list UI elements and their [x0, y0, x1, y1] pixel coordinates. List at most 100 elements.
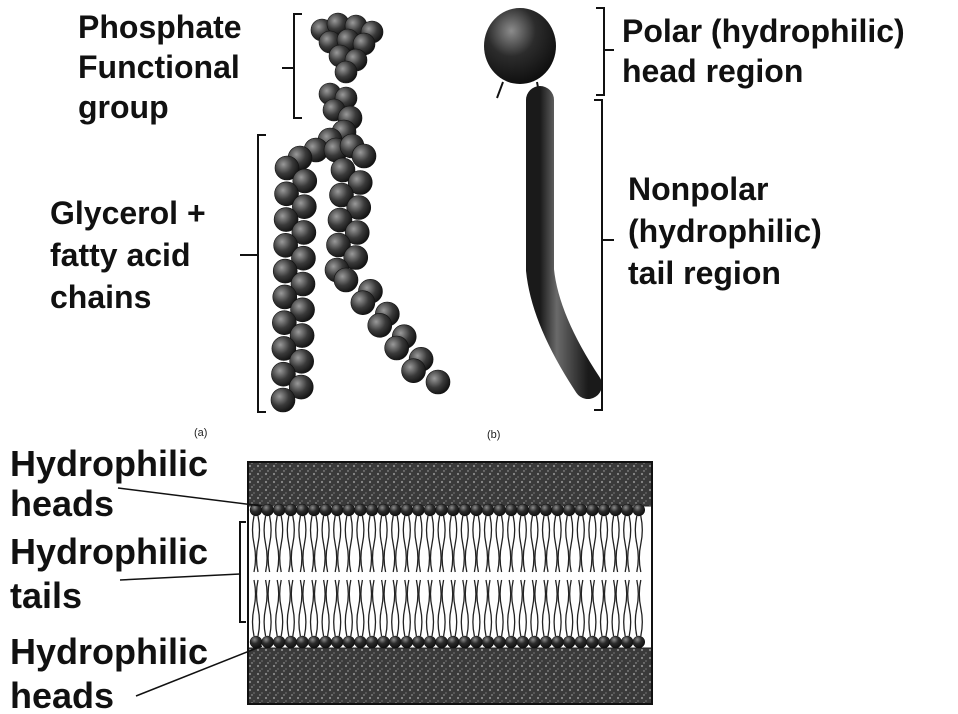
lipid-head-top — [262, 504, 274, 516]
nonpolar-label-line3: tail region — [628, 255, 781, 291]
heads-bottom-label-line1: Hydrophilic — [10, 631, 208, 672]
lipid-head-top — [575, 504, 587, 516]
lipid-head-top — [412, 504, 424, 516]
lipid-head-top — [563, 504, 575, 516]
lipid-head-bottom — [575, 636, 587, 648]
lipid-head-top — [331, 504, 343, 516]
lipid-head-bottom — [633, 636, 645, 648]
lipid-head-top — [598, 504, 610, 516]
atom — [385, 336, 409, 360]
lipid-head-bottom — [470, 636, 482, 648]
lipid-head-bottom — [586, 636, 598, 648]
glycerol-label-line2: fatty acid — [50, 237, 190, 273]
lipid-head-bottom — [412, 636, 424, 648]
lipid-head-top — [389, 504, 401, 516]
lipid-head-top — [621, 504, 633, 516]
lipid-head-bottom — [517, 636, 529, 648]
lipid-head-bottom — [610, 636, 622, 648]
lipid-head-bottom — [540, 636, 552, 648]
atom — [334, 268, 358, 292]
lipid-head-bottom — [528, 636, 540, 648]
lipid-head-top — [470, 504, 482, 516]
lipid-head-top — [447, 504, 459, 516]
simplified-model — [484, 8, 588, 400]
heads-bottom-label-line2: heads — [10, 675, 114, 714]
atom — [351, 291, 375, 315]
lipid-head-top — [366, 504, 378, 516]
nonpolar-label-line1: Nonpolar — [628, 171, 768, 207]
heads-top-label-line1: Hydrophilic — [10, 443, 208, 484]
lipid-head-bottom — [563, 636, 575, 648]
heads-top-label-line2: heads — [10, 483, 114, 524]
lipid-head-top — [633, 504, 645, 516]
lipid-head-top — [517, 504, 529, 516]
lipid-head-bottom — [389, 636, 401, 648]
lipid-head-bottom — [354, 636, 366, 648]
atom — [271, 388, 295, 412]
panel-a-label: (a) — [194, 427, 207, 439]
bilayer — [240, 462, 652, 704]
lipid-head-bottom — [598, 636, 610, 648]
lipid-head-top — [459, 504, 471, 516]
lipid-head-top — [378, 504, 390, 516]
lipid-head-top — [610, 504, 622, 516]
membrane-outer-top — [248, 462, 652, 506]
lipid-head-top — [308, 504, 320, 516]
lipid-head-top — [540, 504, 552, 516]
polar-label-line2: head region — [622, 53, 803, 89]
panel-b-label: (b) — [487, 429, 500, 441]
lipid-head-top — [273, 504, 285, 516]
phosphate-bracket — [294, 14, 302, 118]
lipid-head-bottom — [296, 636, 308, 648]
tails-label-line2: tails — [10, 575, 82, 616]
lipid-head-top — [285, 504, 297, 516]
polar-bracket — [596, 8, 604, 95]
nonpolar-tail-right — [540, 100, 588, 385]
lipid-head-bottom — [552, 636, 564, 648]
lipid-head-bottom — [320, 636, 332, 648]
lipid-head-bottom — [436, 636, 448, 648]
lipid-head-top — [343, 504, 355, 516]
lipid-head-bottom — [494, 636, 506, 648]
lipid-head-bottom — [343, 636, 355, 648]
lipid-head-bottom — [285, 636, 297, 648]
lipid-head-top — [482, 504, 494, 516]
heads-top-pointer — [118, 488, 262, 506]
atom — [368, 313, 392, 337]
glycerol-bracket — [258, 135, 266, 412]
space-filling-model — [271, 13, 450, 412]
lipid-head-top — [586, 504, 598, 516]
lipid-head-bottom — [482, 636, 494, 648]
lipid-head-bottom — [331, 636, 343, 648]
lipid-head-bottom — [262, 636, 274, 648]
lipid-head-bottom — [273, 636, 285, 648]
atom — [335, 61, 357, 83]
lipid-head-bottom — [308, 636, 320, 648]
nonpolar-bracket — [594, 100, 602, 410]
lipid-head-top — [436, 504, 448, 516]
tails-label-line1: Hydrophilic — [10, 531, 208, 572]
lipid-head-top — [401, 504, 413, 516]
atom — [402, 359, 426, 383]
polar-label-line1: Polar (hydrophilic) — [622, 13, 905, 49]
atom — [352, 144, 376, 168]
nonpolar-label-line2: (hydrophilic) — [628, 213, 822, 249]
lipid-head-top — [528, 504, 540, 516]
lipid-head-top — [552, 504, 564, 516]
phosphate-label-line1: Phosphate — [78, 9, 242, 45]
glycerol-label-line1: Glycerol + — [50, 195, 206, 231]
molecule-labels: Phosphate Functional group Glycerol + fa… — [50, 9, 905, 441]
lipid-head-top — [296, 504, 308, 516]
atom — [426, 370, 450, 394]
lipid-head-top — [424, 504, 436, 516]
lipid-head-bottom — [621, 636, 633, 648]
lipid-head-bottom — [505, 636, 517, 648]
lipid-head-bottom — [401, 636, 413, 648]
lipid-head-top — [354, 504, 366, 516]
phosphate-label-line2: Functional — [78, 49, 240, 85]
glycerol-label-line3: chains — [50, 279, 151, 315]
lipid-head-top — [494, 504, 506, 516]
tails-pointer — [120, 574, 240, 580]
lipid-head-bottom — [378, 636, 390, 648]
